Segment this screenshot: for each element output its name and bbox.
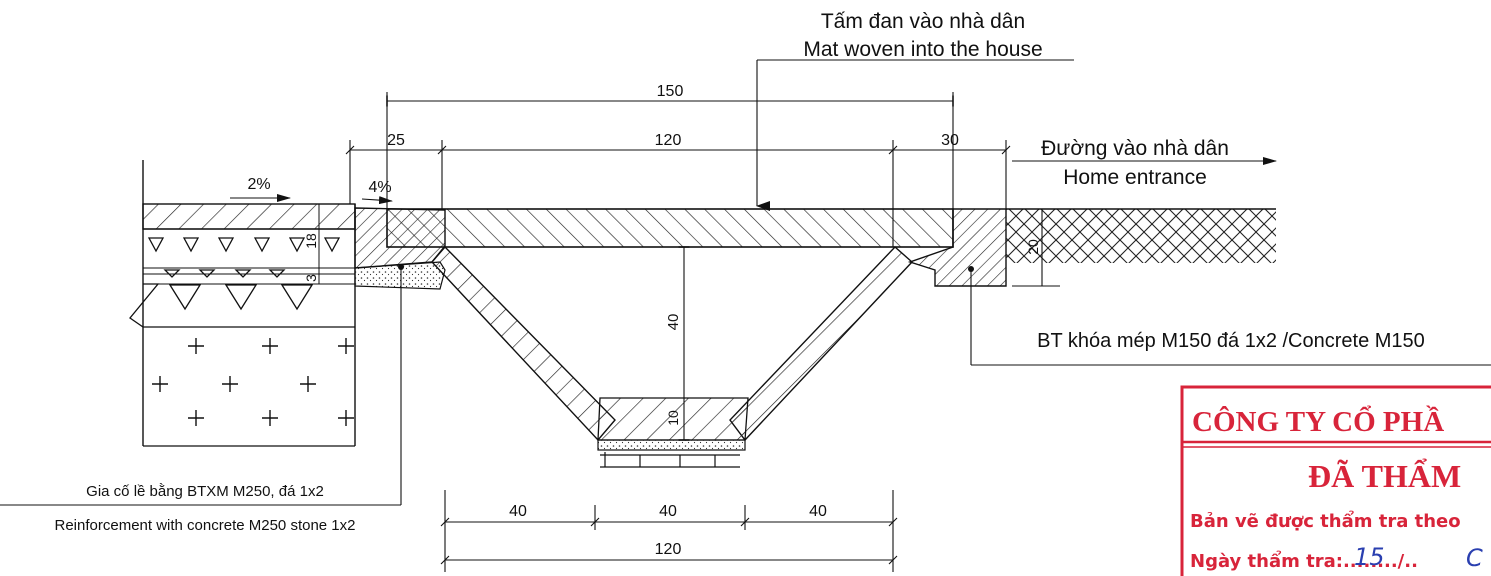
right-edge-lock (907, 208, 1276, 287)
reinforce-label-vi: Gia cố lề bằng BTXM M250, đá 1x2 (86, 483, 324, 500)
slab (386, 208, 954, 248)
dim-bottom-120: 120 (655, 541, 682, 558)
dim-right-20: 20 (1025, 239, 1041, 255)
dim-left-25: 25 (387, 132, 405, 149)
dim-top-total: 150 (657, 83, 684, 100)
reinforce-label-en: Reinforcement with concrete M250 stone 1… (55, 517, 356, 534)
stamp-date-label: Ngày thẩm tra:...... (1190, 550, 1384, 572)
mat-label-en: Mat woven into the house (803, 38, 1042, 61)
slope-4-label: 4% (368, 179, 391, 196)
layer-3-label: 3 (303, 274, 319, 282)
dim-base-10: 10 (665, 410, 681, 426)
mat-label-vi: Tấm đan vào nhà dân (821, 10, 1025, 33)
stamp-note: Bản vẽ được thẩm tra theo (1190, 510, 1461, 532)
dim-right-30: 30 (941, 132, 959, 149)
approval-stamp: CÔNG TY CỔ PHẦ ĐÃ THẨM Bản vẽ được thẩm … (1180, 385, 1491, 576)
layer-18-label: 18 (303, 233, 319, 249)
dim-bottom-40b: 40 (659, 503, 677, 520)
left-embankment: 18 3 (129, 160, 356, 447)
dimension-lines (0, 59, 1491, 572)
entrance-label-vi: Đường vào nhà dân (1041, 137, 1229, 160)
stamp-approved: ĐÃ THẨM (1308, 458, 1461, 494)
entrance-label-en: Home entrance (1063, 166, 1207, 189)
stamp-date-day: 15 (1354, 543, 1385, 571)
channel (431, 245, 914, 468)
dim-bottom-40a: 40 (509, 503, 527, 520)
dim-bottom-40c: 40 (809, 503, 827, 520)
stamp-date-sep: ../.. (1384, 551, 1418, 572)
dim-depth-40: 40 (665, 314, 682, 331)
slope-2-label: 2% (247, 176, 270, 193)
stamp-date-month: C (1466, 544, 1483, 572)
edge-lock-label: BT khóa mép M150 đá 1x2 /Concrete M150 (1037, 330, 1425, 352)
stamp-company: CÔNG TY CỔ PHẦ (1192, 404, 1444, 438)
dim-mid-120: 120 (655, 132, 682, 149)
